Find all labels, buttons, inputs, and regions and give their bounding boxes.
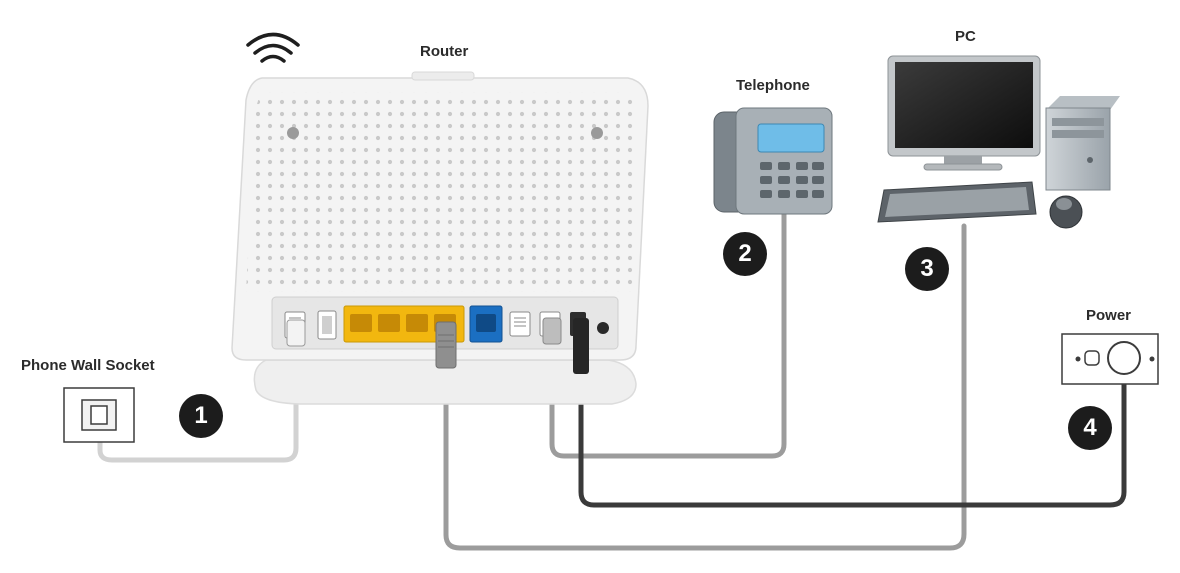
- cable-ethernet: [443, 223, 967, 551]
- step-badge-3: 3: [905, 247, 949, 291]
- step-badge-4: 4: [1068, 406, 1112, 450]
- cables: [97, 211, 1127, 551]
- telephone-icon: [713, 107, 833, 215]
- cable-dsl: [97, 342, 299, 463]
- pc-label: PC: [955, 28, 976, 45]
- keyboard-icon: [877, 181, 1037, 223]
- cable-telephone: [549, 211, 787, 459]
- power-plug-icon: [573, 318, 589, 374]
- router-label: Router: [420, 43, 469, 60]
- phone-plug-icon: [542, 317, 562, 345]
- tower-icon: [1045, 96, 1120, 191]
- step-badge-2: 2: [723, 232, 767, 276]
- power-label: Power: [1086, 307, 1132, 324]
- wall-socket-icon: [63, 387, 135, 443]
- dsl-plug-icon: [286, 319, 306, 347]
- power-outlet-icon: [1061, 333, 1159, 385]
- wall-socket-label: Phone Wall Socket: [21, 357, 155, 374]
- step-badge-1: 1: [179, 394, 223, 438]
- telephone-label: Telephone: [736, 77, 810, 94]
- mouse-icon: [1049, 195, 1083, 229]
- cable-power: [578, 371, 1127, 508]
- ethernet-plug-icon: [435, 321, 457, 369]
- wifi-icon: [246, 32, 300, 63]
- monitor-icon: [887, 55, 1041, 171]
